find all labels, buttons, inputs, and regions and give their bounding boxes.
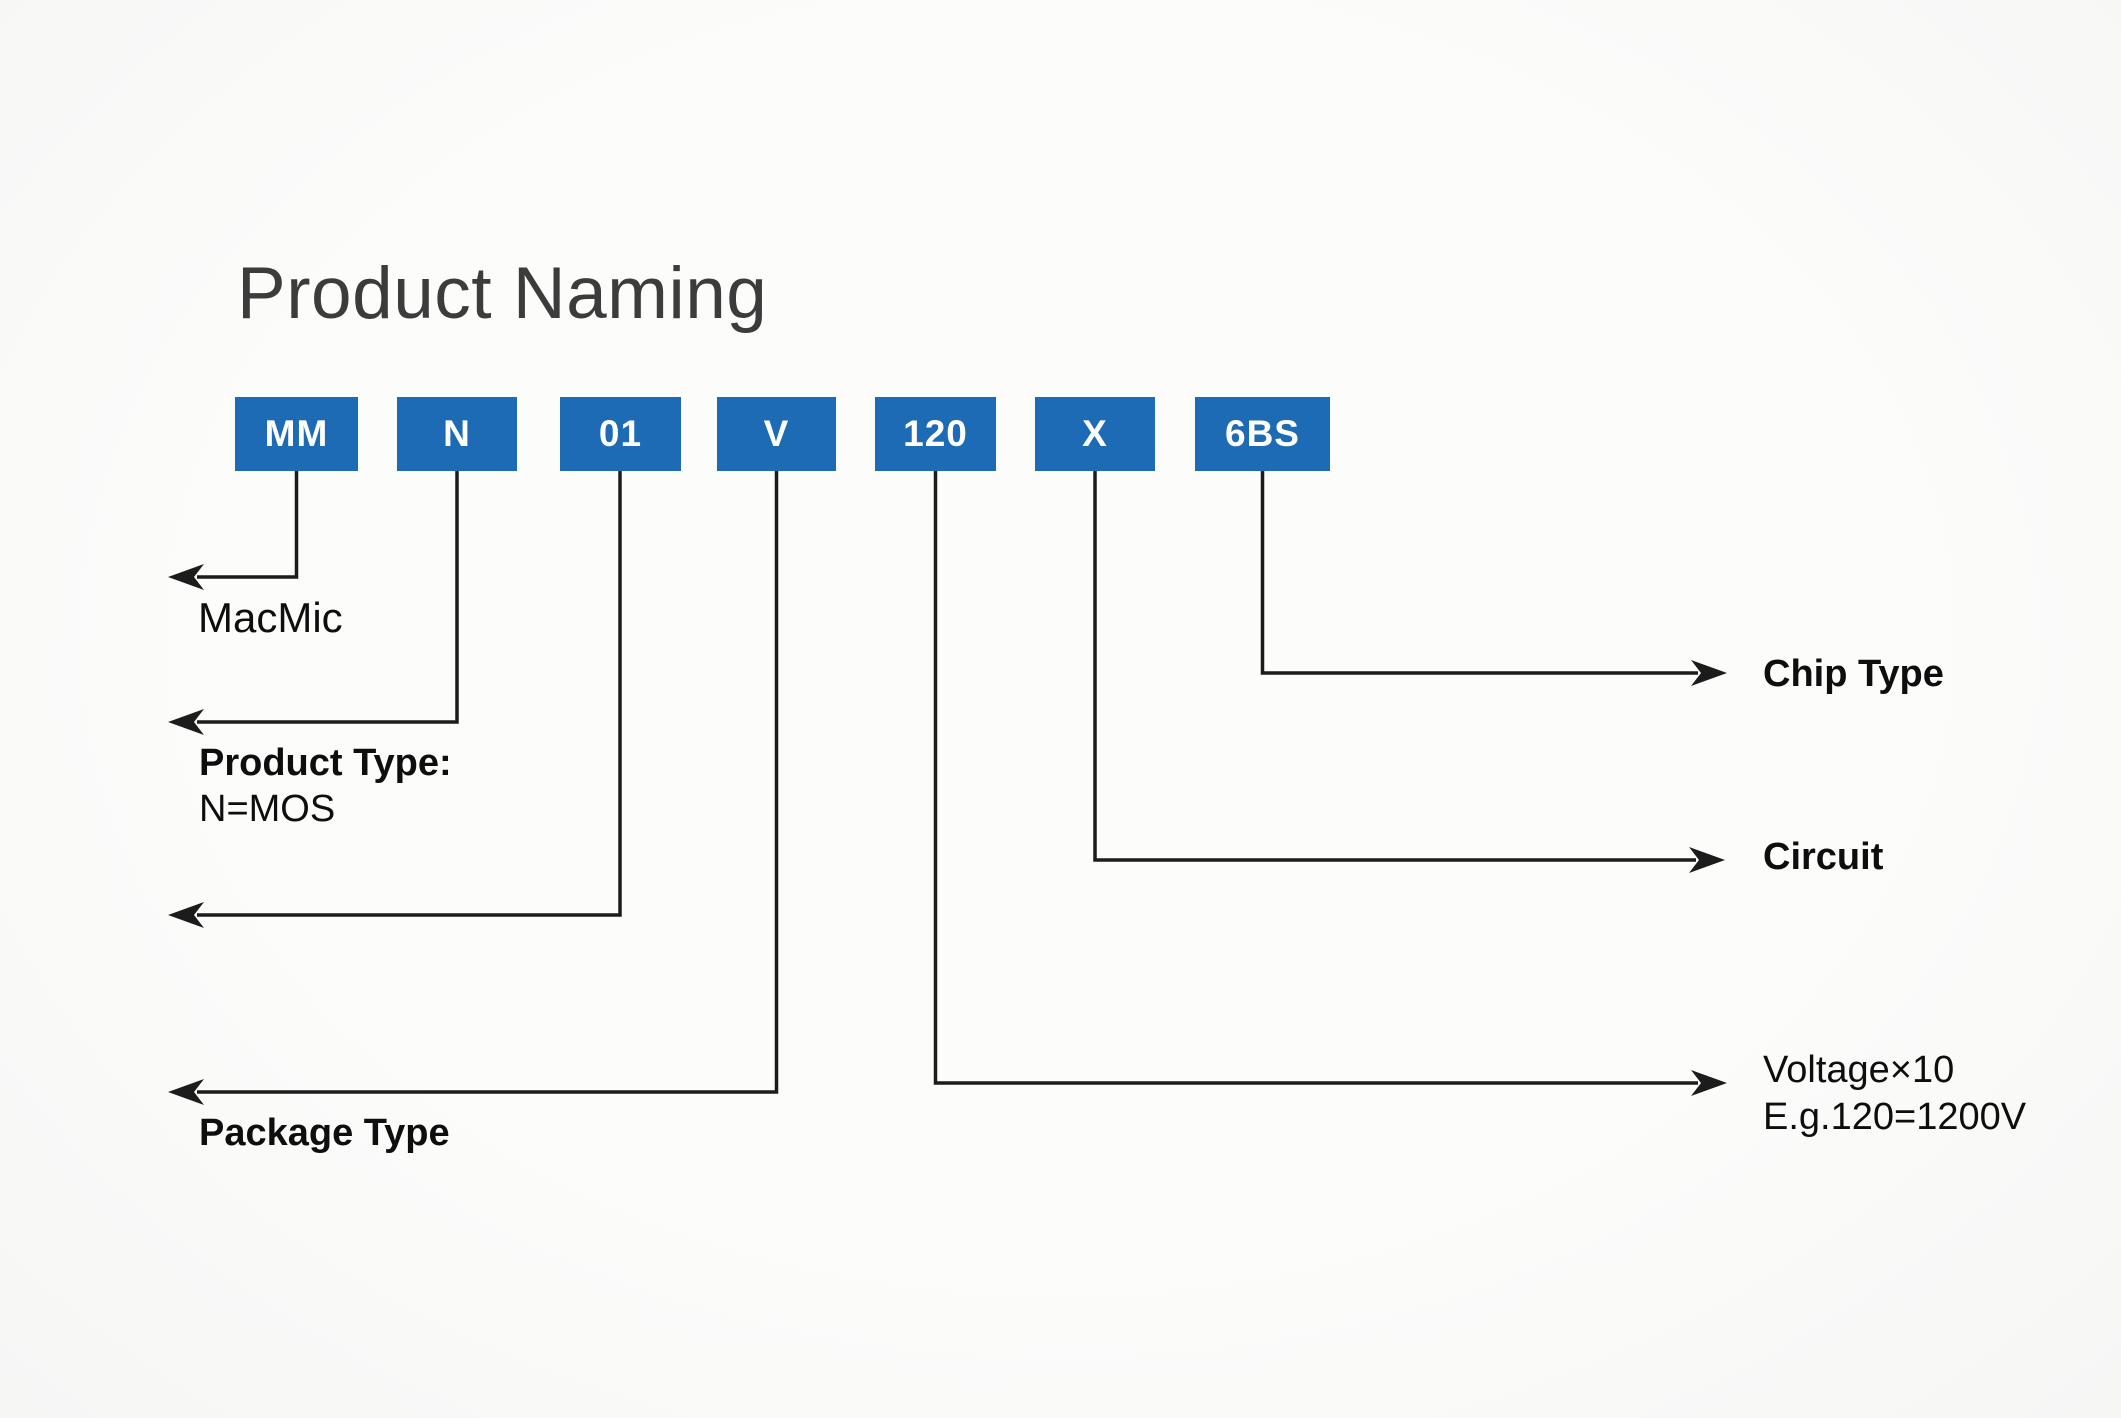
arrowhead-right-icon [1689, 847, 1725, 873]
arrowhead-left-icon [168, 1079, 204, 1105]
arrowhead-left-icon [168, 709, 204, 735]
arrowhead-right-icon [1691, 1070, 1727, 1096]
arrowhead-left-icon [168, 902, 204, 928]
label-voltage-example: E.g.120=1200V [1763, 1096, 2027, 1138]
label-product-type-value: N=MOS [199, 788, 336, 830]
segment-box-mm: MM [235, 397, 358, 471]
page-title: Product Naming [237, 253, 768, 334]
segment-box-x: X [1035, 397, 1155, 471]
connector-x-to-circuit [1093, 471, 1725, 873]
label-chip-type: Chip Type [1763, 653, 1944, 695]
connector-120-to-voltage [933, 471, 1727, 1096]
segment-box-v: V [717, 397, 836, 471]
label-circuit: Circuit [1763, 836, 1884, 878]
segment-box-01: 01 [560, 397, 681, 471]
label-voltage: Voltage×10 [1763, 1049, 1955, 1091]
label-macmic: MacMic [198, 594, 343, 641]
segment-box-6bs: 6BS [1195, 397, 1330, 471]
segment-box-n: N [397, 397, 517, 471]
label-package-type: Package Type [199, 1112, 450, 1154]
arrowhead-left-icon [168, 564, 204, 590]
connector-6bs-to-chip-type [1260, 471, 1727, 686]
segment-box-120: 120 [875, 397, 996, 471]
connector-01-to-left [168, 471, 622, 928]
arrowhead-right-icon [1691, 660, 1727, 686]
label-product-type: Product Type: [199, 742, 452, 784]
connector-mm-to-macmic [168, 471, 299, 590]
